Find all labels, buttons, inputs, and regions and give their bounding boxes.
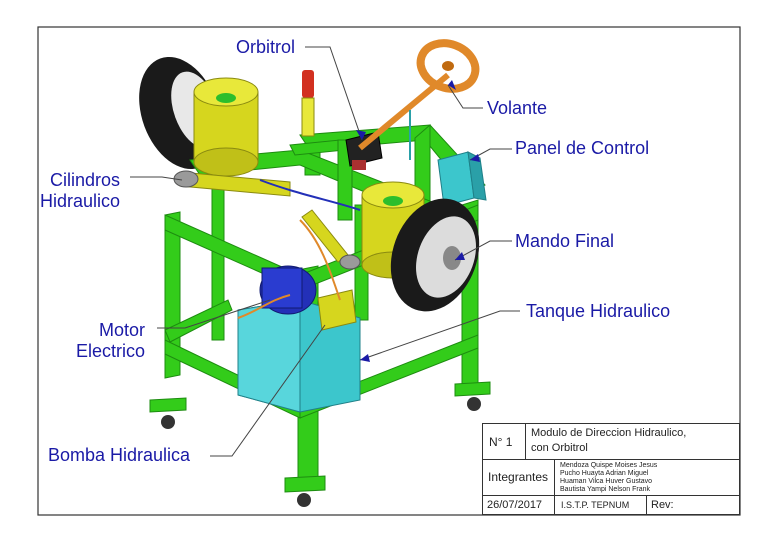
label-motor-line2: Electrico [76,341,146,361]
label-mando-final: Mando Final [515,231,615,251]
label-cilindros-line1: Cilindros [50,170,121,190]
integrantes-label-cell: Integrantes [482,459,555,496]
institution-cell: I.S.T.P. TEPNUM [554,495,647,515]
label-panel-de-control: Panel de Control [515,138,650,158]
date: 26/07/2017 [487,499,543,511]
label-cilindros-line2: Hidraulico [40,191,121,211]
machine-illustration [139,39,491,507]
leader-arrowheads [356,80,480,362]
steering-wheel [358,39,480,151]
leader-lines [130,46,520,457]
label-motor-electrico: Motor Electrico [76,320,145,362]
label-volante: Volante [487,98,548,118]
institution: I.S.T.P. TEPNUM [561,500,630,510]
hydraulic-hoses [237,110,411,319]
date-cell: 26/07/2017 [482,495,555,515]
drawing-border [37,26,741,516]
warning-light [301,70,315,137]
integrantes-label: Integrantes [488,470,549,484]
label-motor-line1: Motor [99,320,146,340]
title-line1: Modulo de Direccion Hidraulico, [531,427,687,439]
label-orbitrol: Orbitrol [236,37,296,57]
hydraulic-pump [317,289,357,331]
label-bomba-hidraulica: Bomba Hidraulica [48,445,191,465]
front-right-wheel [390,198,480,312]
control-panel [437,151,487,207]
casters [161,397,481,507]
rev-cell: Rev: [646,495,740,515]
title-number: N° 1 [489,435,513,449]
title-block: N° 1 Modulo de Direccion Hidraulico, con… [482,423,740,515]
member-1: Mendoza Quispe Moises Jesus [560,462,658,469]
electric-motor [259,265,317,315]
rev-label: Rev: [651,499,674,511]
title-number-cell: N° 1 [482,423,526,460]
label-tanque-hidraulico: Tanque Hidraulico [526,301,671,321]
title-line2: con Orbitrol [531,442,588,454]
left-reservoir [193,77,259,177]
member-4: Bautista Yampi Nelson Frank [560,486,651,493]
hydraulic-cylinders [173,170,361,270]
member-2: Pucho Huayta Adrian Miguel [560,470,649,477]
label-cilindros-hidraulico: Cilindros Hidraulico [40,170,120,212]
member-3: Huaman Vilca Huver Gustavo [560,478,653,485]
title-name-cell: Modulo de Direccion Hidraulico, con Orbi… [525,423,740,460]
members-cell: Mendoza Quispe Moises Jesus Pucho Huayta… [554,459,740,496]
